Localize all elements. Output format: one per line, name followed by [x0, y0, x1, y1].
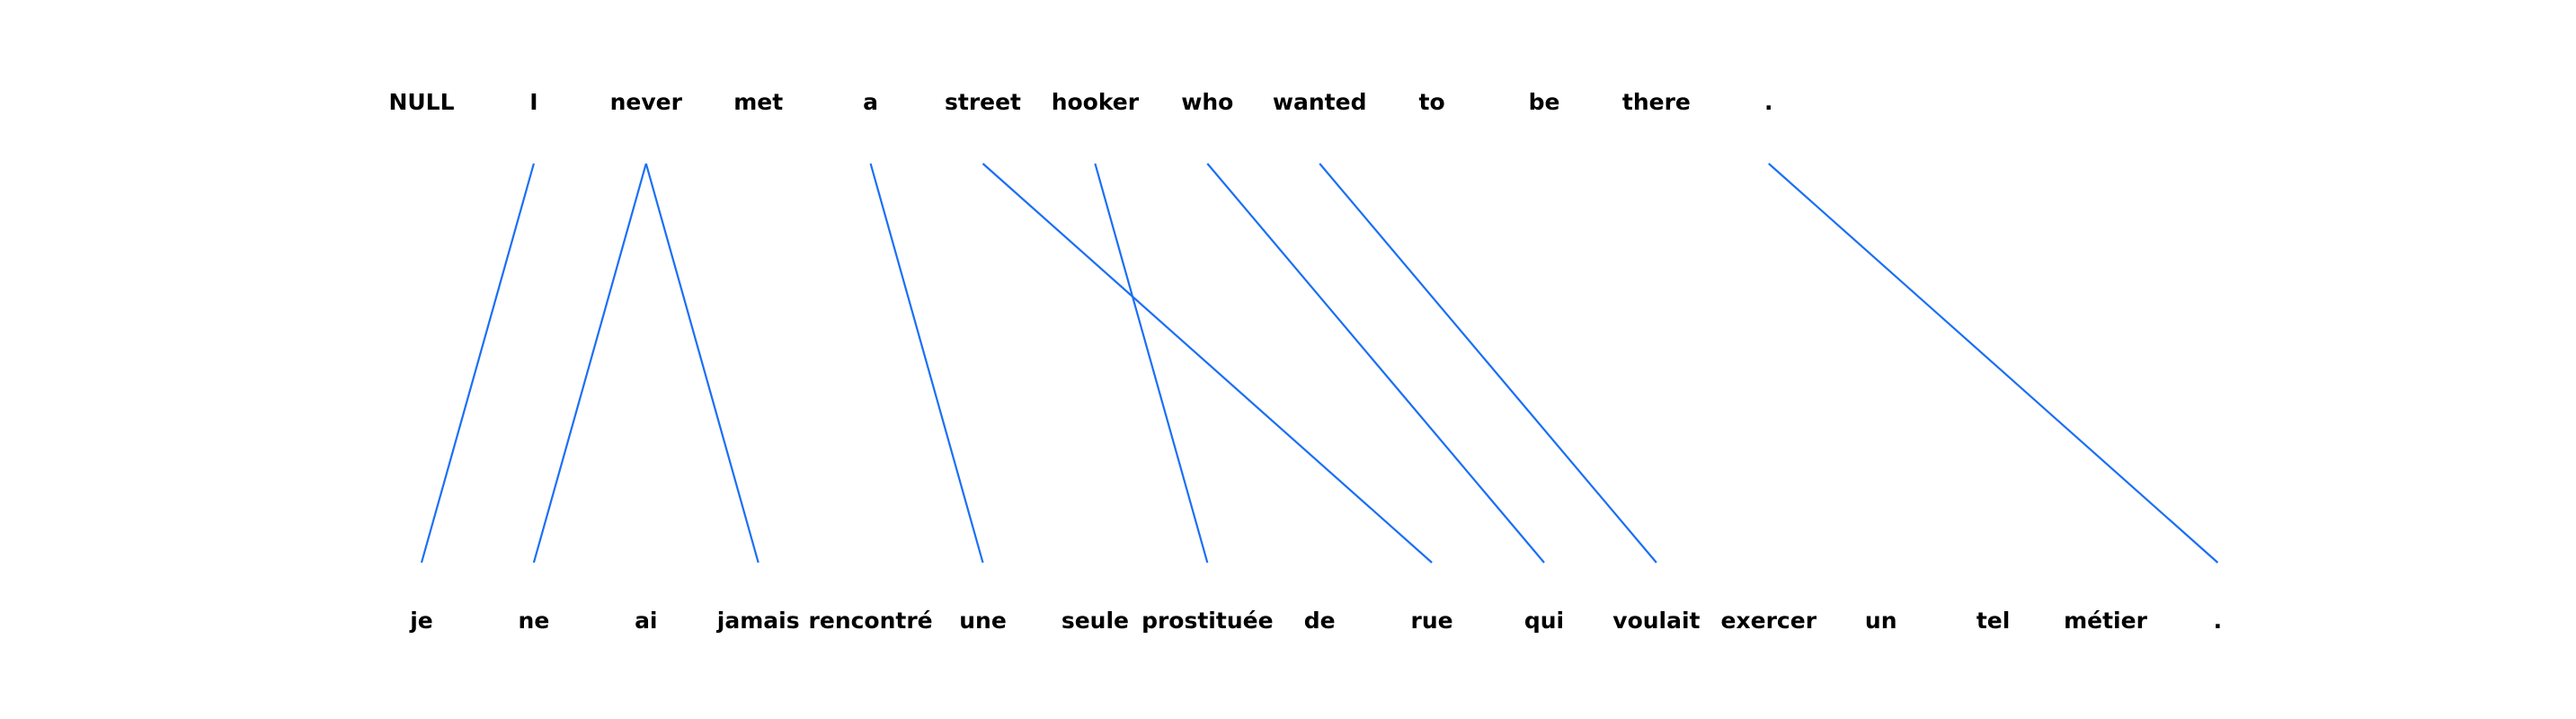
alignment-links	[420, 163, 2219, 564]
source-word: wanted	[1273, 89, 1367, 115]
target-word: exercer	[1721, 608, 1817, 634]
alignment-link	[420, 163, 535, 564]
target-word: .	[2214, 608, 2223, 634]
target-word: jamais	[716, 608, 800, 634]
alignment-link	[982, 163, 1433, 564]
source-word: to	[1419, 89, 1445, 115]
target-word: qui	[1524, 608, 1564, 634]
target-word: une	[959, 608, 1007, 634]
alignment-link	[1094, 163, 1209, 564]
source-word: met	[733, 89, 783, 115]
target-word: métier	[2064, 608, 2147, 634]
target-word: voulait	[1612, 608, 1700, 634]
target-word: je	[409, 608, 433, 634]
target-word: rencontré	[809, 608, 933, 634]
alignment-link	[1206, 163, 1545, 564]
target-word: ai	[635, 608, 657, 634]
source-word: never	[610, 89, 683, 115]
alignment-link	[1768, 163, 2219, 564]
target-word: un	[1865, 608, 1897, 634]
source-word: a	[863, 89, 878, 115]
source-word: there	[1622, 89, 1691, 115]
target-word: seule	[1061, 608, 1129, 634]
alignment-link	[869, 163, 984, 564]
source-word: hooker	[1052, 89, 1140, 115]
target-word: tel	[1976, 608, 2010, 634]
source-word: .	[1764, 89, 1773, 115]
source-word: I	[529, 89, 537, 115]
target-word: prostituée	[1141, 608, 1273, 634]
alignment-link	[644, 163, 759, 564]
source-word: be	[1529, 89, 1560, 115]
alignment-link	[532, 163, 647, 564]
target-word: ne	[519, 608, 550, 634]
target-word: rue	[1411, 608, 1453, 634]
source-word: street	[945, 89, 1021, 115]
alignment-link	[1319, 163, 1657, 564]
source-word: who	[1181, 89, 1233, 115]
target-sentence: je ne ai jamais rencontré une seule prostituée d…	[409, 608, 2222, 634]
source-word: NULL	[388, 89, 454, 115]
target-word: de	[1304, 608, 1336, 634]
